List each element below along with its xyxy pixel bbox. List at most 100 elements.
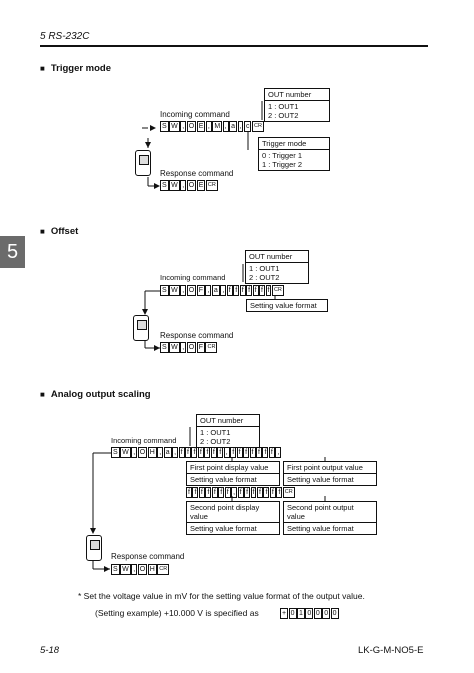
command-char: , <box>172 447 179 458</box>
command-char: W <box>169 180 180 191</box>
chapter-tab: 5 <box>0 236 25 268</box>
command-char: S <box>160 285 169 296</box>
trigger-out-line: 2 : OUT2 <box>268 111 299 120</box>
first-display-box: First point display value Setting value … <box>186 461 280 486</box>
analog-incoming-label: Incoming command <box>111 436 177 445</box>
second-output-title: Second point output value <box>284 503 376 523</box>
command-char: , <box>205 285 212 296</box>
trigger-out-number-box: OUT number 1 : OUT1 2 : OUT2 <box>264 88 330 122</box>
second-output-sub: Setting value format <box>287 524 354 533</box>
command-char: f <box>276 487 283 498</box>
command-char: f <box>265 285 272 296</box>
second-display-title: Second point display value <box>187 503 279 523</box>
command-char: f <box>262 447 269 458</box>
header-rule <box>40 45 428 47</box>
first-display-title: First point display value <box>187 463 279 474</box>
command-char: f <box>236 447 243 458</box>
command-char: f <box>263 487 270 498</box>
trigger-heading: Trigger mode <box>40 63 111 74</box>
command-char: E <box>196 121 206 132</box>
command-char: , <box>157 447 164 458</box>
first-output-sub: Setting value format <box>287 475 354 484</box>
command-char: f <box>233 285 240 296</box>
offset-incoming-label: Incoming command <box>160 273 226 282</box>
command-char: CR <box>282 487 295 498</box>
command-char: , <box>180 285 187 296</box>
command-char: S <box>160 342 169 353</box>
command-char: f <box>186 487 192 498</box>
command-char: W <box>120 447 131 458</box>
command-char: F <box>196 342 205 353</box>
analog-out-number-box: OUT number 1 : OUT1 2 : OUT2 <box>196 414 260 448</box>
command-char: f <box>237 487 244 498</box>
note-line-2: (Setting example) +10.000 V is specified… <box>95 608 259 618</box>
command-char: , <box>223 447 230 458</box>
command-char: O <box>137 447 148 458</box>
offset-heading: Offset <box>40 226 78 237</box>
trigger-mode-box: Trigger mode 0 : Trigger 1 1 : Trigger 2 <box>258 137 330 171</box>
trigger-mode-title: Trigger mode <box>259 139 329 150</box>
command-char: , <box>275 447 282 458</box>
trigger-out-line: 1 : OUT1 <box>268 102 299 111</box>
command-char: f <box>226 285 233 296</box>
command-char: O <box>186 121 197 132</box>
command-char: f <box>243 447 250 458</box>
command-char: 0 <box>305 608 314 619</box>
first-display-sub: Setting value format <box>190 475 257 484</box>
offset-format-label: Setting value format <box>250 301 317 310</box>
command-char: F <box>196 285 205 296</box>
command-char: , <box>220 285 227 296</box>
command-char: f <box>230 447 237 458</box>
analog-out-title: OUT number <box>197 416 259 427</box>
trigger-out-title: OUT number <box>265 90 329 101</box>
first-output-box: First point output value Setting value f… <box>283 461 377 486</box>
command-char: f <box>192 487 199 498</box>
second-display-box: Second point display value Setting value… <box>186 501 280 535</box>
command-char: CR <box>271 285 284 296</box>
command-char: W <box>120 564 131 575</box>
command-char: S <box>111 564 120 575</box>
analog-heading: Analog output scaling <box>40 389 151 400</box>
command-char: f <box>246 285 253 296</box>
command-char: CR <box>251 121 264 132</box>
command-char: CR <box>205 342 218 353</box>
command-char: c <box>243 121 252 132</box>
command-char: 0 <box>313 608 322 619</box>
command-char: O <box>186 180 197 191</box>
command-char: W <box>169 342 180 353</box>
command-char: S <box>160 121 169 132</box>
page-number: 5-18 <box>40 645 60 656</box>
command-char: a <box>229 121 238 132</box>
command-char: f <box>244 487 251 498</box>
offset-out-line: 1 : OUT1 <box>249 264 280 273</box>
second-display-sub: Setting value format <box>190 524 257 533</box>
note-line-1: * Set the voltage value in mV for the se… <box>78 591 365 601</box>
command-char: CR <box>157 564 170 575</box>
first-output-title: First point output value <box>284 463 376 474</box>
command-char: E <box>196 180 206 191</box>
command-char: f <box>210 447 217 458</box>
command-char: CR <box>205 180 218 191</box>
command-char: O <box>186 285 197 296</box>
command-char: f <box>178 447 185 458</box>
command-char: , <box>131 447 138 458</box>
command-char: 0 <box>288 608 297 619</box>
offset-out-title: OUT number <box>246 252 308 263</box>
trigger-mode-line: 0 : Trigger 1 <box>262 151 303 160</box>
command-char: f <box>239 285 246 296</box>
command-char: , <box>131 564 138 575</box>
command-char: f <box>224 487 231 498</box>
command-char: a <box>163 447 172 458</box>
sensor-device-icon <box>135 150 151 176</box>
trigger-mode-line: 1 : Trigger 2 <box>262 160 303 169</box>
command-char: M <box>212 121 223 132</box>
sensor-device-icon <box>86 535 102 561</box>
command-char: 0 <box>322 608 331 619</box>
